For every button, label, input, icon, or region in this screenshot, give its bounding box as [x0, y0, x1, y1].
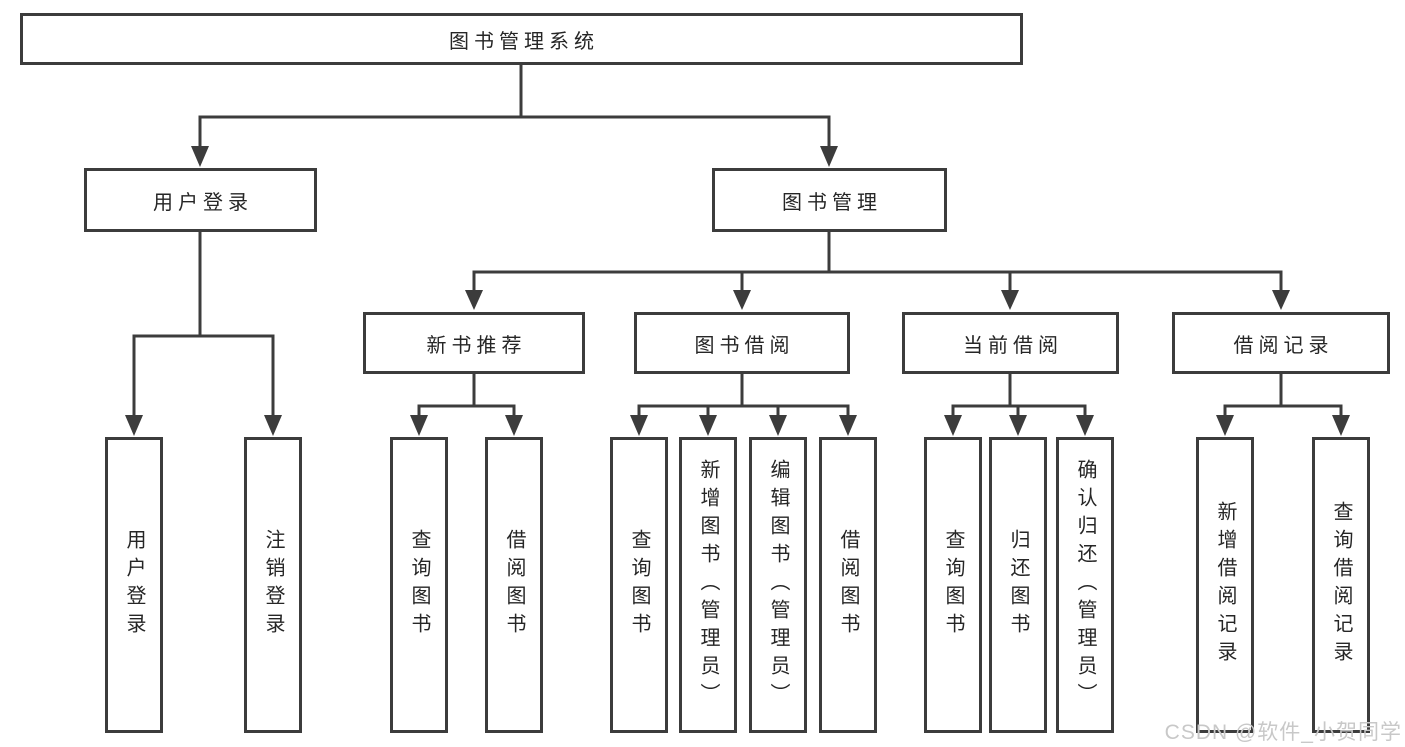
- leaf-query-books-recommend-label: 查询图书: [408, 529, 430, 641]
- leaf-add-books-admin-label: 新增图书（管理员）: [697, 459, 719, 711]
- connector-root-to-level2: [198, 63, 831, 152]
- leaf-borrow-books-borrowing: 借阅图书: [819, 437, 877, 733]
- node-book-borrowing: 图书借阅: [634, 312, 850, 374]
- leaf-query-books-recommend: 查询图书: [390, 437, 448, 733]
- node-current-borrowing: 当前借阅: [902, 312, 1119, 374]
- connector-login-to-leaves: [132, 230, 275, 421]
- node-book-management-label: 图书管理: [782, 191, 882, 214]
- leaf-logout-label: 注销登录: [262, 529, 284, 641]
- leaf-query-books-borrowing: 查询图书: [610, 437, 668, 733]
- leaf-return-books: 归还图书: [989, 437, 1047, 733]
- node-root: 图书管理系统: [20, 13, 1023, 65]
- node-user-login-label: 用户登录: [153, 191, 253, 214]
- leaf-query-borrow-record-label: 查询借阅记录: [1330, 501, 1352, 669]
- leaf-return-books-label: 归还图书: [1007, 529, 1029, 641]
- node-book-management: 图书管理: [712, 168, 947, 232]
- csdn-watermark: CSDN @软件_小贺同学: [1164, 721, 1402, 744]
- leaf-edit-books-admin: 编辑图书（管理员）: [749, 437, 807, 733]
- leaf-user-login-label: 用户登录: [123, 529, 145, 641]
- leaf-query-books-current: 查询图书: [924, 437, 982, 733]
- node-user-login: 用户登录: [84, 168, 317, 232]
- leaf-user-login: 用户登录: [105, 437, 163, 733]
- leaf-query-books-current-label: 查询图书: [942, 529, 964, 641]
- leaf-add-borrow-record: 新增借阅记录: [1196, 437, 1254, 733]
- arrowheads: [125, 146, 1350, 436]
- node-current-borrowing-label: 当前借阅: [963, 334, 1063, 357]
- node-root-label: 图书管理系统: [449, 30, 599, 53]
- connector-recommend-to-leaves: [417, 372, 516, 421]
- node-book-borrowing-label: 图书借阅: [694, 334, 795, 357]
- leaf-borrow-books-recommend-label: 借阅图书: [503, 529, 525, 641]
- leaf-confirm-return-admin-label: 确认归还（管理员）: [1074, 459, 1096, 711]
- leaf-logout: 注销登录: [244, 437, 302, 733]
- leaf-confirm-return-admin: 确认归还（管理员）: [1056, 437, 1114, 733]
- leaf-query-books-borrowing-label: 查询图书: [628, 529, 650, 641]
- connector-borrowing-to-leaves: [637, 372, 850, 421]
- leaf-borrow-books-recommend: 借阅图书: [485, 437, 543, 733]
- connector-current-to-leaves: [951, 372, 1087, 421]
- leaf-add-borrow-record-label: 新增借阅记录: [1214, 501, 1236, 669]
- connector-mgmt-to-level3: [472, 230, 1283, 295]
- connector-records-to-leaves: [1223, 372, 1343, 421]
- leaf-borrow-books-borrowing-label: 借阅图书: [837, 529, 859, 641]
- leaf-edit-books-admin-label: 编辑图书（管理员）: [767, 459, 789, 711]
- node-borrowing-records: 借阅记录: [1172, 312, 1390, 374]
- leaf-add-books-admin: 新增图书（管理员）: [679, 437, 737, 733]
- node-new-book-recommend: 新书推荐: [363, 312, 585, 374]
- node-new-book-recommend-label: 新书推荐: [426, 334, 527, 357]
- node-borrowing-records-label: 借阅记录: [1233, 334, 1334, 357]
- leaf-query-borrow-record: 查询借阅记录: [1312, 437, 1370, 733]
